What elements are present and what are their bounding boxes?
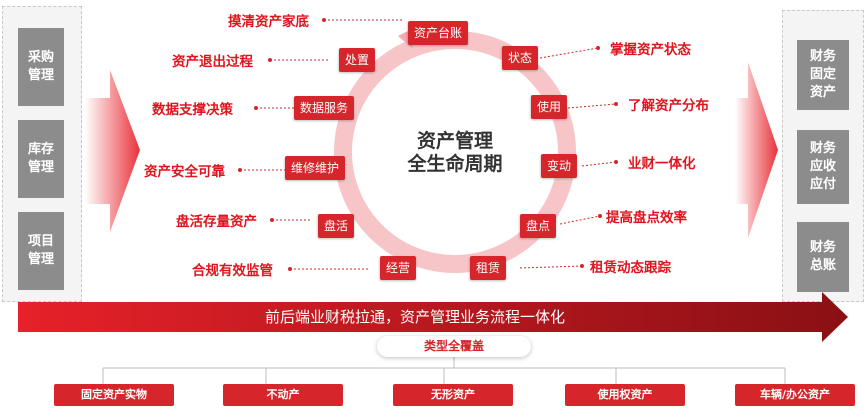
asset-type-fixed: 固定资产实物 (54, 384, 174, 406)
integration-banner-text: 前后端业财税拉通，资产管理业务流程一体化 (264, 308, 565, 326)
label-data-decision: 数据支撑决策 (152, 102, 233, 118)
stage-data-service: 数据服务 (293, 96, 355, 120)
stage-status: 状态 (501, 46, 539, 70)
label-compliance: 合规有效监管 (192, 263, 273, 279)
stage-usage: 使用 (530, 95, 568, 119)
lifecycle-title: 资产管理 全生命周期 (407, 130, 503, 175)
stage-maintenance: 维修维护 (284, 156, 346, 180)
label-asset-inventory: 摸清资产家底 (228, 14, 309, 30)
right-box-receivable-payable: 财务 应收 应付 (797, 130, 849, 204)
coverage-connector-tree (102, 357, 786, 384)
label-asset-status: 掌握资产状态 (610, 42, 691, 58)
asset-type-intangible: 无形资产 (393, 384, 513, 406)
right-flow-arrow (735, 62, 778, 238)
left-box-procurement: 采购 管理 (18, 28, 64, 106)
integration-banner-arrow (18, 292, 848, 342)
stage-lease: 租赁 (469, 256, 507, 280)
left-flow-arrow (85, 70, 140, 232)
stage-revitalize: 盘活 (317, 214, 355, 238)
stage-asset-ledger: 资产台账 (407, 21, 469, 45)
label-finance-integration: 业财一体化 (628, 156, 696, 172)
left-box-inventory: 库存 管理 (18, 120, 64, 198)
stage-inventory-count: 盘点 (519, 214, 557, 238)
label-exit-process: 资产退出过程 (172, 54, 253, 70)
label-lease-tracking: 租赁动态跟踪 (590, 260, 671, 276)
label-count-efficiency: 提高盘点效率 (606, 210, 687, 226)
label-asset-distribution: 了解资产分布 (628, 98, 709, 114)
stage-operation: 经营 (379, 256, 417, 280)
label-asset-safety: 资产安全可靠 (144, 164, 225, 180)
stage-disposal: 处置 (338, 48, 376, 72)
asset-type-right-of-use: 使用权资产 (565, 384, 685, 406)
asset-type-vehicle-office: 车辆/办公资产 (735, 384, 855, 406)
stage-change: 变动 (540, 154, 578, 178)
right-box-fixed-assets: 财务 固定 资产 (797, 40, 849, 110)
left-box-project: 项目 管理 (18, 212, 64, 290)
coverage-title: 类型全覆盖 (377, 336, 531, 357)
label-revitalize-stock: 盘活存量资产 (176, 214, 257, 230)
asset-type-real-estate: 不动产 (223, 384, 343, 406)
right-box-general-ledger: 财务 总账 (797, 222, 849, 292)
